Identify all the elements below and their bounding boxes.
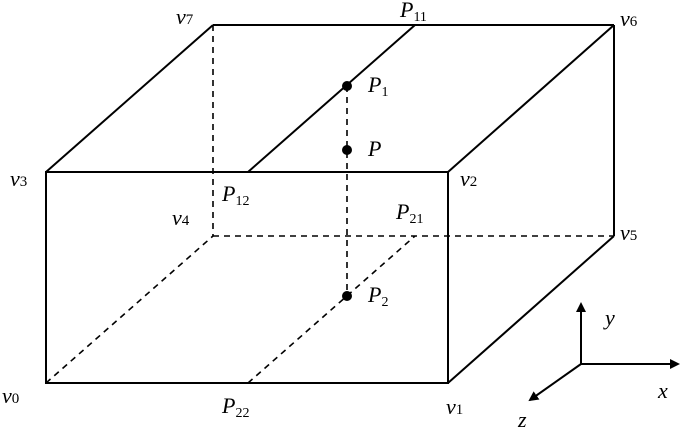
label-v5: v5 [620,220,637,245]
axis-label-x: x [657,378,668,403]
label-p: P [367,136,381,161]
label-v3: v3 [10,166,27,191]
label-v6: v6 [620,6,638,31]
points [342,81,352,301]
point-p2 [342,291,352,301]
axis-label-y: y [603,305,615,330]
edge-v3-v7 [45,24,214,173]
front-face [45,171,449,384]
label-v2: v2 [460,166,477,191]
label-p12: P12 [221,181,249,209]
label-v0: v0 [2,383,19,408]
axis-z-arrow [528,363,582,402]
label-v1: v1 [446,394,463,419]
label-p2: P2 [367,282,388,310]
label-p11: P11 [399,0,427,25]
solid-edges [45,24,615,384]
label-p22: P22 [221,393,249,421]
point-p [342,145,352,155]
hidden-edges [45,25,614,384]
label-p1: P1 [367,72,388,100]
label-p21: P21 [395,199,423,227]
line-p22-p21 [247,235,416,384]
axis-label-z: z [517,407,527,430]
line-p12-p11 [247,24,416,173]
axis-triad [528,302,680,402]
label-v7: v7 [176,4,194,29]
edge-v1-v5 [447,235,615,384]
edge-v0-v4 [45,235,214,384]
edge-v2-v6 [447,24,615,173]
label-v4: v4 [172,205,190,230]
point-p1 [342,81,352,91]
